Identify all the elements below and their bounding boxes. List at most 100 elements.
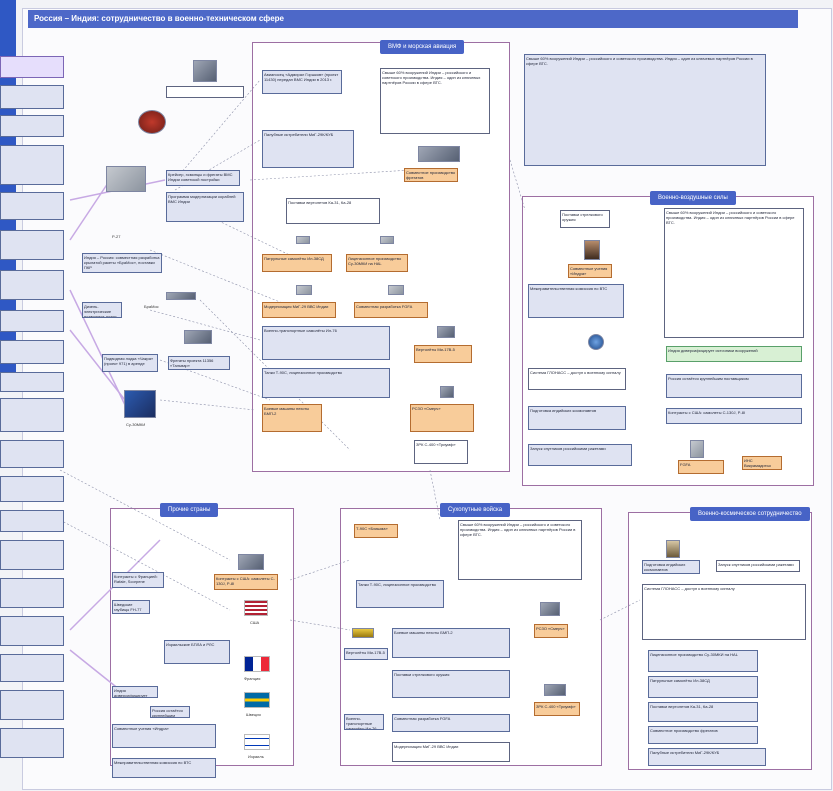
box-b2[interactable]: Крейсер, эсминцы и фрегаты ВМС Индии сов…	[166, 170, 240, 186]
box-b4[interactable]: Индия – Россия: совместная разработка кр…	[82, 253, 162, 273]
left-item-20[interactable]	[0, 728, 64, 758]
box-other-3[interactable]: Россия остаётся крупнейшим поставщиком	[150, 706, 190, 718]
left-item-16[interactable]	[0, 578, 64, 608]
tank-image-ground	[540, 602, 560, 616]
sweden-flag	[244, 692, 270, 708]
box-b13[interactable]: Модернизация МиГ-29 ВВС Индии	[262, 302, 336, 318]
box-aviation-orange1[interactable]: FGFA	[678, 460, 724, 474]
left-item-6[interactable]	[0, 230, 64, 260]
box-b17[interactable]: Танки Т-90С, лицензионное производство	[262, 368, 390, 398]
left-item-2[interactable]	[0, 85, 64, 109]
box-b19[interactable]: РСЗО «Смерч»	[410, 404, 474, 432]
box-b30[interactable]: Израильские БПЛА и РЛС	[164, 640, 230, 664]
photo-caption-ship	[166, 86, 244, 98]
left-item-7[interactable]	[0, 270, 64, 300]
vehicle-image-ground	[544, 684, 566, 696]
box-aviation-green[interactable]: Индия диверсифицирует источники вооружен…	[666, 346, 802, 362]
box-space-label1[interactable]: Подготовка индийских космонавтов	[642, 560, 700, 574]
left-item-5[interactable]	[0, 192, 64, 220]
box-other-5[interactable]: Межправительственная комиссия по ВТС	[112, 758, 216, 778]
box-ground-7[interactable]: Модернизация МиГ-29 ВВС Индии	[392, 742, 510, 762]
box-space-label2[interactable]: Запуск спутников российскими ракетами	[716, 560, 800, 572]
box-b14[interactable]: Совместная разработка FGFA	[354, 302, 428, 318]
summary-text-block: Свыше 60% вооружений Индии – российского…	[524, 54, 766, 166]
left-item-8[interactable]	[0, 310, 64, 332]
box-ground-orange[interactable]: Т-90С «Бхишма»	[354, 524, 398, 538]
label-rk: Р-27	[112, 234, 121, 239]
box-b26[interactable]: Запуск спутников российскими ракетами	[528, 444, 632, 466]
box-ground-2[interactable]: Боевые машины пехоты БМП-2	[392, 628, 510, 658]
box-b20[interactable]: ЗРК С-400 «Триумф»	[414, 440, 468, 464]
box-ground-6[interactable]: Совместная разработка FGFA	[392, 714, 510, 732]
box-b27-other[interactable]: Контракты с США: самолеты C-130J, P-8I	[214, 574, 278, 590]
box-b7[interactable]: Фрегаты проекта 11356 «Тальвар»	[168, 356, 230, 370]
box-b24[interactable]: Система ГЛОНАСС – доступ к военному сигн…	[528, 368, 626, 390]
box-b25[interactable]: Подготовка индийских космонавтов	[528, 406, 626, 430]
aviation-text-block: Свыше 60% вооружений Индии – российского…	[664, 208, 804, 338]
box-aviation-1[interactable]: Россия остаётся крупнейшим поставщиком	[666, 374, 802, 398]
box-space-2[interactable]: Патрульные самолёты Ил-38СД	[648, 676, 758, 698]
left-item-17[interactable]	[0, 616, 64, 646]
left-item-14[interactable]	[0, 510, 64, 532]
box-b21[interactable]: Поставки стрелкового оружия	[560, 210, 610, 228]
left-item-18[interactable]	[0, 654, 64, 682]
box-aviation-2[interactable]: Контракты с США: самолеты C-130J, P-8I	[666, 408, 802, 424]
box-b3[interactable]: Программа модернизации кораблей ВМС Инди…	[166, 192, 244, 222]
left-item-11[interactable]	[0, 398, 64, 432]
box-ground-1[interactable]: Танки Т-90С, лицензионное производство	[356, 580, 444, 608]
box-b23[interactable]: Межправительственная комиссия по ВТС	[528, 284, 624, 318]
box-b6[interactable]: Подводная лодка «Чакра» (проект 971) в а…	[102, 354, 158, 372]
box-b18[interactable]: Боевые машины пехоты БМП-2	[262, 404, 322, 432]
box-other-4[interactable]: Совместные учения «Индра»	[112, 724, 216, 748]
box-other-2[interactable]: Индия диверсифицирует источники вооружен…	[112, 686, 158, 698]
left-item-10[interactable]	[0, 372, 64, 392]
box-ground-3[interactable]: Вертолёты Ми-17В-5	[344, 648, 388, 660]
box-space-4[interactable]: Совместное производство фрегатов	[648, 726, 758, 744]
left-item-15[interactable]	[0, 540, 64, 570]
box-b11[interactable]: Патрульные самолёты Ил-38СД	[262, 254, 332, 272]
left-item-19[interactable]	[0, 690, 64, 720]
box-b5[interactable]: Дизель-электрические подводные лодки про…	[82, 302, 122, 318]
left-item-9[interactable]	[0, 340, 64, 364]
label-su30: Су-30МКИ	[126, 422, 146, 427]
box-b9[interactable]: Совместное производство фрегатов	[404, 168, 458, 182]
box-b15[interactable]: Военно-транспортные самолёты Ил-76	[262, 326, 390, 360]
box-b8[interactable]: Палубные истребители МиГ-29К/КУБ	[262, 130, 354, 168]
left-item-1[interactable]	[0, 56, 64, 78]
box-b29[interactable]: Шведские гаубицы FH-77	[112, 600, 150, 614]
tank-icon-left	[184, 330, 212, 344]
missile-image	[166, 292, 196, 300]
left-item-4[interactable]	[0, 145, 64, 185]
left-item-13[interactable]	[0, 476, 64, 502]
box-ground-orange2[interactable]: РСЗО «Смерч»	[534, 624, 568, 638]
box-ground-orange3[interactable]: ЗРК С-400 «Триумф»	[534, 702, 580, 716]
vehicle-image-vmf	[440, 386, 454, 398]
box-ground-5[interactable]: Военно-транспортные самолёты Ил-76	[344, 714, 384, 730]
box-b12[interactable]: Лицензионное производство Су-30МКИ на HA…	[346, 254, 408, 272]
israel-flag	[244, 734, 270, 750]
box-space-1[interactable]: Лицензионное производство Су-30МКИ на HA…	[648, 650, 758, 672]
left-item-12[interactable]	[0, 440, 64, 468]
plane-image-ground	[352, 628, 374, 638]
label-brahmos: БраМос	[144, 304, 159, 309]
box-space-3[interactable]: Поставки вертолетов Ка-31, Ка-28	[648, 702, 758, 722]
portrait-photo	[584, 240, 600, 260]
usa-flag	[244, 600, 268, 616]
left-item-3[interactable]	[0, 115, 64, 137]
org-emblem	[588, 334, 604, 350]
tank-image-other	[238, 554, 264, 570]
box-b10[interactable]: Поставки вертолетов Ка-31, Ка-28	[286, 198, 380, 224]
section-title-aviation: Военно-воздушные силы	[650, 191, 736, 205]
box-aviation-orange2[interactable]: ИНС Викрамадитья	[742, 456, 782, 470]
box-ground-4[interactable]: Поставки стрелкового оружия	[392, 670, 510, 698]
france-flag	[244, 656, 270, 672]
box-space-5[interactable]: Палубные истребители МиГ-29К/КУБ	[648, 748, 766, 766]
heli-image-1	[296, 236, 310, 244]
box-space-text[interactable]: Система ГЛОНАСС – доступ к военному сигн…	[642, 584, 806, 640]
diagram-title: Россия – Индия: сотрудничество в военно-…	[28, 10, 798, 28]
box-b1[interactable]: Авианосец «Адмирал Горшков» (проект 1143…	[262, 70, 342, 94]
section-title-space: Военно-космическое сотрудничество	[690, 507, 810, 521]
box-b28[interactable]: Контракты с Францией: Rafale, Scorpene	[112, 572, 164, 588]
box-b22[interactable]: Совместные учения «Индра»	[568, 264, 612, 278]
box-b16[interactable]: Вертолёты Ми-17В-5	[414, 345, 472, 363]
